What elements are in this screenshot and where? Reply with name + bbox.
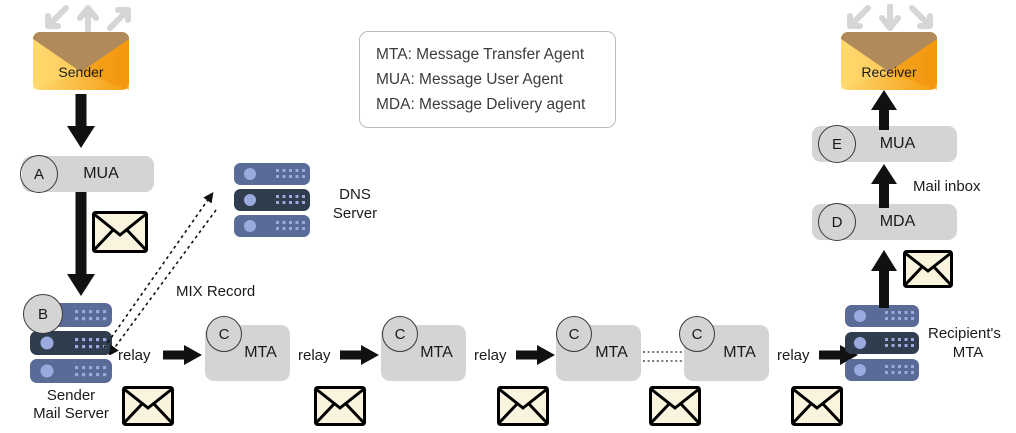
relay-label-2: relay (298, 347, 331, 364)
mail-icon (92, 211, 148, 258)
mix-record-dotted-arrows (100, 180, 260, 360)
stage-label: MTA (723, 344, 756, 361)
mail-icon (791, 386, 843, 431)
sender-envelope-icon (33, 32, 129, 95)
recipient-mta-label-2: MTA (952, 344, 984, 361)
dns-server-label-1: DNS (339, 186, 371, 203)
mail-inbox-label: Mail inbox (913, 178, 981, 195)
legend-line-mua: MUA: Message User Agent (376, 71, 563, 88)
relay-label-1: relay (118, 347, 151, 364)
legend-box: MTA: Message Transfer Agent MUA: Message… (359, 31, 616, 128)
receiver-label: Receiver (861, 64, 917, 80)
arrow-recipient-mta-to-mda (869, 248, 899, 313)
recipient-mta-server-icon (845, 305, 919, 386)
sender-label: Sender (58, 64, 104, 80)
sender-outward-arrows-icon (36, 4, 140, 39)
relay-label-4: relay (777, 347, 810, 364)
dns-server-label-2: Server (332, 205, 378, 222)
arrow-relay-2 (340, 344, 380, 371)
arrow-relay-4 (819, 344, 859, 371)
receiver-envelope-icon (841, 32, 937, 95)
mail-icon (649, 386, 701, 431)
badge-step-c-4: C (679, 316, 715, 352)
badge-step-d: D (818, 203, 856, 241)
stage-label: MTA (420, 344, 453, 361)
badge-step-c-1: C (206, 316, 242, 352)
stage-label: MTA (244, 344, 277, 361)
mta-chain-ellipsis-dots (643, 348, 683, 371)
mail-icon (314, 386, 366, 431)
mail-icon (122, 386, 174, 431)
mail-icon (497, 386, 549, 431)
receiver-inward-arrows-icon (838, 3, 942, 39)
arrow-mua-to-receiver (869, 90, 899, 135)
mix-record-label: MIX Record (176, 283, 256, 300)
arrow-sender-to-mua (62, 94, 100, 155)
arrow-mda-to-mua (869, 162, 899, 213)
mail-icon (903, 250, 953, 293)
arrow-relay-3 (516, 344, 556, 371)
recipient-mta-label-1: Recipient's (928, 325, 1001, 342)
legend-line-mta: MTA: Message Transfer Agent (376, 46, 585, 63)
stage-label: MUA (879, 135, 916, 152)
sender-mail-server-label-2: Mail Server (33, 405, 109, 422)
badge-step-a: A (20, 155, 58, 193)
legend-line-mda: MDA: Message Delivery agent (376, 96, 586, 113)
badge-step-c-2: C (382, 316, 418, 352)
stage-label: MTA (595, 344, 628, 361)
badge-step-b: B (23, 294, 63, 334)
relay-label-3: relay (474, 347, 507, 364)
sender-mail-server-label-1: Sender (46, 387, 96, 404)
badge-step-e: E (818, 125, 856, 163)
badge-step-c-3: C (556, 316, 592, 352)
arrow-mua-to-sender-server (62, 192, 100, 303)
dns-server-icon (234, 163, 310, 242)
arrow-relay-1 (163, 344, 203, 371)
stage-label: MUA (83, 165, 119, 182)
stage-label: MDA (879, 213, 916, 230)
